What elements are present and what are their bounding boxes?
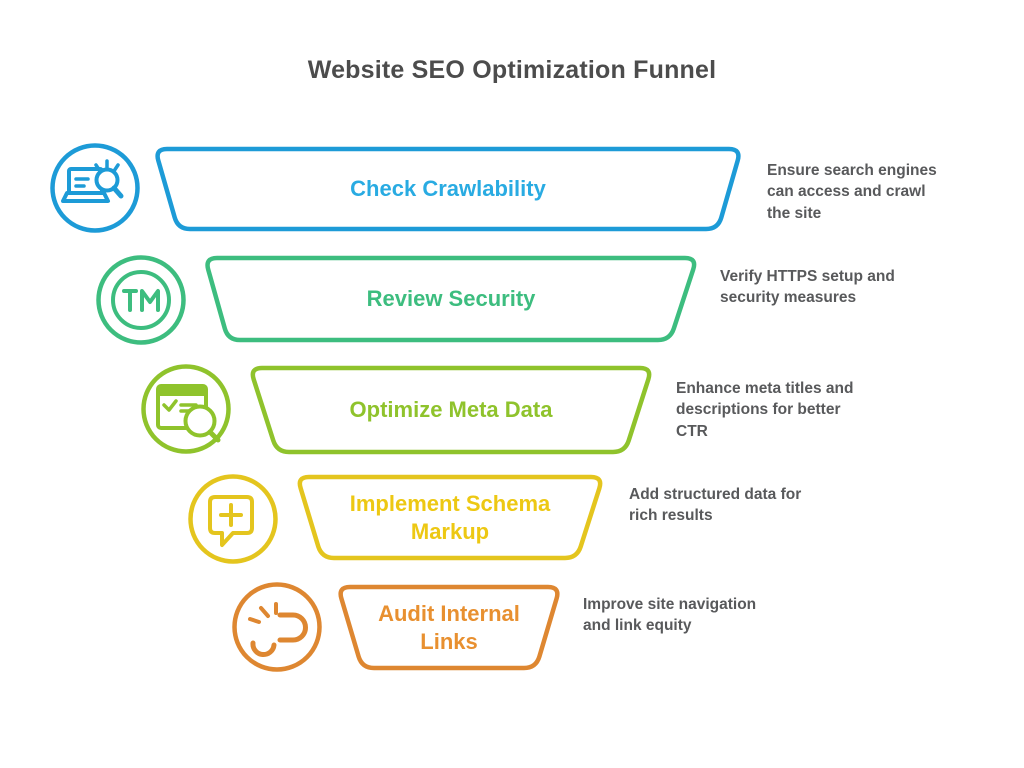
stage-label-text: Implement Schema Markup — [349, 491, 551, 544]
magnifier-lens — [183, 404, 217, 438]
checkmark — [162, 399, 178, 412]
link-right-half — [277, 612, 308, 643]
browser-top-bar — [158, 386, 206, 396]
magnifier-handle — [111, 185, 124, 199]
stage-label-audit-links: Audit Internal Links — [338, 587, 560, 668]
plus-sign — [219, 503, 243, 527]
stage-label-text: Review Security — [366, 286, 536, 312]
funnel-segment-outline — [155, 146, 741, 232]
shine-rays — [94, 159, 120, 173]
icon-circle — [50, 143, 140, 233]
speech-bubble — [208, 495, 254, 547]
stage-label-optimize-meta-data: Optimize Meta Data — [250, 368, 652, 452]
browser-search-icon — [141, 364, 231, 454]
funnel-segment-optimize-meta-data — [250, 365, 652, 455]
broken-link-icon — [232, 582, 322, 672]
stage-label-text: Optimize Meta Data — [349, 397, 553, 423]
stage-description-optimize-meta-data: Enhance meta titles and descriptions for… — [676, 380, 854, 440]
stage-description-audit-links: Improve site navigation and link equity — [583, 596, 757, 635]
stage-label-text: Audit Internal Links — [378, 601, 520, 654]
letter-m — [140, 289, 160, 312]
stage-label-text: Check Crawlability — [350, 176, 546, 202]
icon-circle — [188, 474, 278, 564]
link-left-half — [250, 640, 277, 658]
stage-description-check-crawlability: Ensure search engines can access and cra… — [767, 162, 937, 222]
funnel-segment-outline — [297, 474, 603, 561]
stage-label-check-crawlability: Check Crawlability — [155, 149, 741, 229]
funnel-segment-outline — [205, 255, 697, 343]
funnel-segment-review-security — [205, 255, 697, 343]
icon-circle — [141, 364, 231, 454]
funnel-segment-outline — [250, 365, 652, 455]
stage-label-implement-schema: Implement Schema Markup — [297, 477, 603, 558]
laptop-base — [61, 191, 110, 203]
funnel-segment-outline — [338, 584, 560, 671]
chat-plus-icon — [188, 474, 278, 564]
stage-description-review-security: Verify HTTPS setup and security measures — [720, 268, 895, 307]
trademark-icon — [96, 255, 186, 345]
funnel-segment-check-crawlability — [155, 146, 741, 232]
funnel-segment-audit-links — [338, 584, 560, 671]
page-title: Website SEO Optimization Funnel — [307, 56, 717, 84]
stage-description-implement-schema: Add structured data for rich results — [629, 486, 802, 525]
icon-circle — [96, 255, 186, 345]
screen-lines — [74, 177, 90, 188]
icon-circle — [232, 582, 322, 672]
break-sparks — [248, 602, 278, 624]
funnel-segment-implement-schema — [297, 474, 603, 561]
inner-circle — [111, 270, 171, 330]
letter-t — [122, 289, 138, 312]
magnifier-handle — [207, 429, 221, 443]
stage-label-review-security: Review Security — [205, 258, 697, 340]
laptop-search-icon — [50, 143, 140, 233]
